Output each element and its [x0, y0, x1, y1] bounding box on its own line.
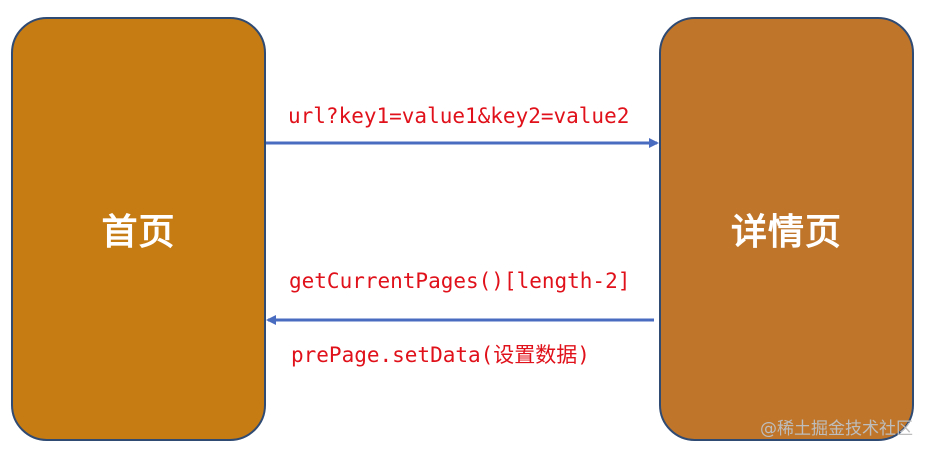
home-page-label: 首页: [101, 212, 176, 253]
home-page-node: 首页: [11, 17, 266, 441]
backward-arrow-label-bottom: prePage.setData(设置数据): [291, 343, 590, 367]
detail-page-label: 详情页: [730, 212, 842, 253]
backward-arrow-label-top: getCurrentPages()[length-2]: [289, 269, 631, 293]
forward-arrow-label: url?key1=value1&key2=value2: [288, 104, 630, 128]
detail-page-node: 详情页: [659, 17, 914, 441]
watermark-text: @稀土掘金技术社区: [760, 419, 913, 439]
